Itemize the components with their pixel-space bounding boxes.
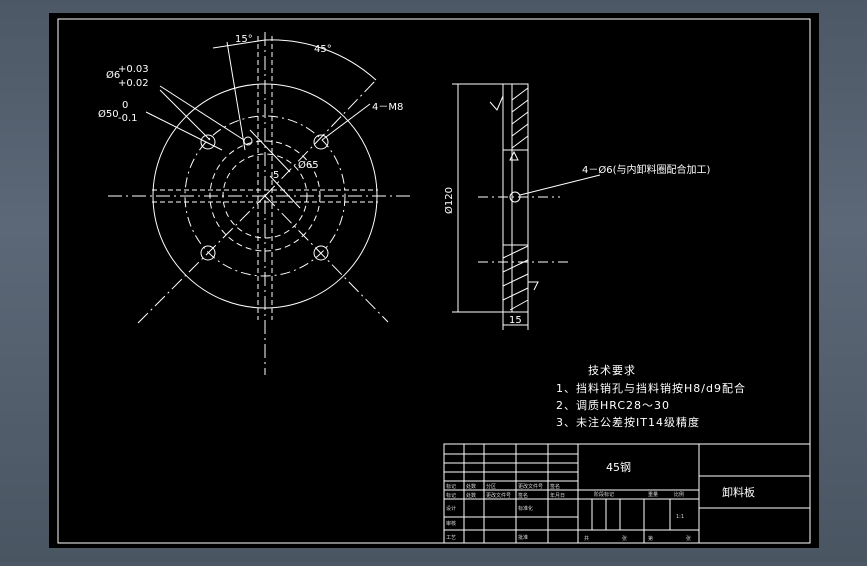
svg-text:更改文件号: 更改文件号 [518,483,543,490]
hole-bottom-left [200,245,216,261]
front-view-dimensions: 15° 45° Ø6 +0.03 +0.02 Ø50 0 -0.1 4－M8 Ø… [98,34,403,181]
diag-centerline-2 [264,195,389,323]
svg-text:签名: 签名 [550,483,560,490]
tech-requirements: 技术要求 1、挡料销孔与挡料销按H8/d9配合 2、调质HRC28～30 3、未… [556,364,746,429]
front-view [108,32,410,375]
section-outline [502,83,529,313]
svg-text:重量: 重量 [648,491,658,498]
title-block [443,443,811,544]
side-view-dimensions: Ø120 15 4－Ø6(与内卸料圈配合加工) [443,163,710,326]
svg-text:比例: 比例 [674,491,684,498]
angle-arc-45 [264,39,377,81]
leader-dia6 [159,85,245,141]
thickness-label: 15 [509,315,522,326]
svg-text:标记: 标记 [446,492,456,499]
hole-top-left [200,134,216,150]
svg-text:共: 共 [584,535,589,542]
svg-text:张: 张 [622,535,627,542]
side-note-label: 4－Ø6(与内卸料圈配合加工) [582,163,710,176]
drawing-border [57,18,811,544]
dia6-label: Ø6 [106,69,120,81]
leader-side-note [519,174,601,196]
svg-text:处数: 处数 [466,492,476,499]
side-view [452,83,601,330]
r5-label: 5 [273,170,279,181]
svg-text:标准化: 标准化 [518,505,533,512]
svg-text:张: 张 [686,535,691,542]
leader-m8 [321,103,371,141]
dia120-label: Ø120 [443,187,455,214]
hole-top-right [313,134,329,150]
m8-label: 4－M8 [372,102,403,113]
svg-text:更改文件号: 更改文件号 [486,492,511,499]
svg-text:设计: 设计 [446,505,456,512]
tech-item-2: 2、调质HRC28～30 [556,399,670,412]
hole-bottom-right [313,245,329,261]
diag-centerline-3 [264,79,377,197]
svg-text:批准: 批准 [518,534,528,541]
svg-text:工艺: 工艺 [446,535,456,541]
leader-r5 [269,175,301,209]
dia6-upper-tol: +0.03 [118,64,149,75]
part-name-label: 卸料板 [722,485,755,499]
leader-dia50 [145,111,223,151]
dia6-lower-tol: +0.02 [118,78,149,89]
svg-text:分区: 分区 [486,483,496,490]
tech-title: 技术要求 [588,364,636,377]
svg-text:阶段标记: 阶段标记 [594,491,614,498]
svg-text:第: 第 [648,535,653,542]
dia50-upper-tol: 0 [122,100,128,111]
drawing-background [49,13,819,548]
svg-text:审核: 审核 [446,520,456,527]
svg-text:签名: 签名 [518,492,528,499]
angle-45-label: 45° [314,44,332,55]
svg-text:处数: 处数 [466,483,476,490]
svg-text:年月日: 年月日 [550,492,565,499]
svg-text:1:1: 1:1 [676,514,684,520]
angle-15-label: 15° [235,34,253,45]
hatch-top [511,87,529,149]
diag-centerline-1 [137,195,266,324]
dia65-label: Ø65 [298,159,319,171]
dia50-label: Ø50 [98,108,119,120]
material-label: 45钢 [606,461,631,474]
tech-item-1: 1、挡料销孔与挡料销按H8/d9配合 [556,381,746,395]
dia50-lower-tol: -0.1 [118,113,138,124]
title-block-text: 45钢 卸料板 标记 处数 分区 更改文件号 签名 标记 处数 更改文件号 签名… [446,461,755,542]
tech-item-3: 3、未注公差按IT14级精度 [556,415,700,429]
svg-text:标记: 标记 [446,483,456,490]
